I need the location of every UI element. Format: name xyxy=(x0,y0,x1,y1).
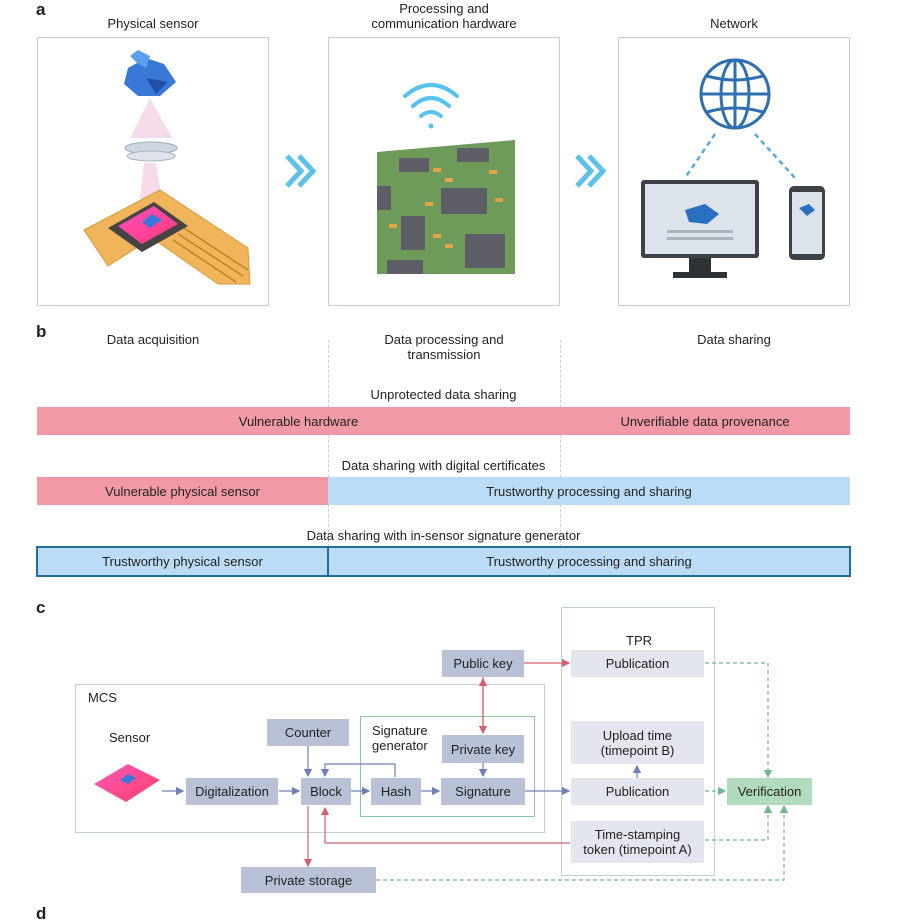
node-private-key: Private key xyxy=(442,735,524,763)
tpr-label: TPR xyxy=(626,633,652,648)
node-timestamp-token: Time-stamping token (timepoint A) xyxy=(571,821,704,863)
processing-hardware-illustration xyxy=(328,37,560,306)
caption-physical-sensor: Physical sensor xyxy=(107,16,199,31)
panel-letter-b: b xyxy=(36,322,47,341)
globe-icon xyxy=(699,58,771,130)
physical-sensor-illustration xyxy=(37,37,269,306)
scenario-title-in-sensor-signature: Data sharing with in-sensor signature ge… xyxy=(306,528,581,543)
sensor-label: Sensor xyxy=(109,730,151,745)
bar-trustworthy-processing: Trustworthy processing and sharing xyxy=(328,477,850,505)
node-block: Block xyxy=(301,778,351,805)
circuit-board-image xyxy=(377,83,515,274)
node-publication-top: Publication xyxy=(571,650,704,677)
scenario-title-unprotected: Unprotected data sharing xyxy=(370,387,517,402)
sensor-chip-icon xyxy=(94,764,160,802)
node-verification: Verification xyxy=(727,778,812,805)
signature-generator-region xyxy=(360,716,535,817)
bar-vulnerable-hardware: Vulnerable hardware xyxy=(37,407,560,435)
wifi-icon xyxy=(403,83,459,129)
node-hash: Hash xyxy=(371,778,421,805)
node-upload-time: Upload time (timepoint B) xyxy=(571,721,704,764)
bar-trustworthy-processing-2: Trustworthy processing and sharing xyxy=(327,546,851,577)
node-signature: Signature xyxy=(441,778,525,805)
mcs-region xyxy=(75,684,545,833)
node-public-key: Public key xyxy=(442,650,524,677)
sensor-chip-image xyxy=(83,50,251,285)
network-illustration xyxy=(618,37,850,306)
signature-generator-label: Signature generator xyxy=(372,723,428,753)
stage-data-sharing: Data sharing xyxy=(697,332,771,347)
scenario-title-digital-certificates: Data sharing with digital certificates xyxy=(341,458,546,473)
panel-letter-d: d xyxy=(36,904,47,923)
bar-unverifiable-provenance: Unverifiable data provenance xyxy=(560,407,850,435)
stage-data-acquisition: Data acquisition xyxy=(106,332,200,347)
stage-divider xyxy=(560,340,561,577)
network-devices-image xyxy=(641,58,825,278)
stage-divider xyxy=(328,340,329,577)
mcs-label: MCS xyxy=(88,690,117,705)
panel-letter-a: a xyxy=(36,0,46,19)
chevron-right-icon xyxy=(575,154,607,188)
node-publication-mid: Publication xyxy=(571,778,704,805)
node-counter: Counter xyxy=(267,719,349,746)
panel-letter-c: c xyxy=(36,598,46,617)
node-digitalization: Digitalization xyxy=(186,778,278,805)
bar-trustworthy-sensor: Trustworthy physical sensor xyxy=(36,546,329,577)
node-private-storage: Private storage xyxy=(241,867,376,893)
bar-vulnerable-sensor: Vulnerable physical sensor xyxy=(37,477,328,505)
chevron-right-icon xyxy=(285,154,317,188)
stage-data-processing: Data processing and transmission xyxy=(384,332,504,362)
tpr-region xyxy=(561,607,715,876)
caption-processing-hardware: Processing and communication hardware xyxy=(371,1,517,31)
caption-network: Network xyxy=(710,16,758,31)
